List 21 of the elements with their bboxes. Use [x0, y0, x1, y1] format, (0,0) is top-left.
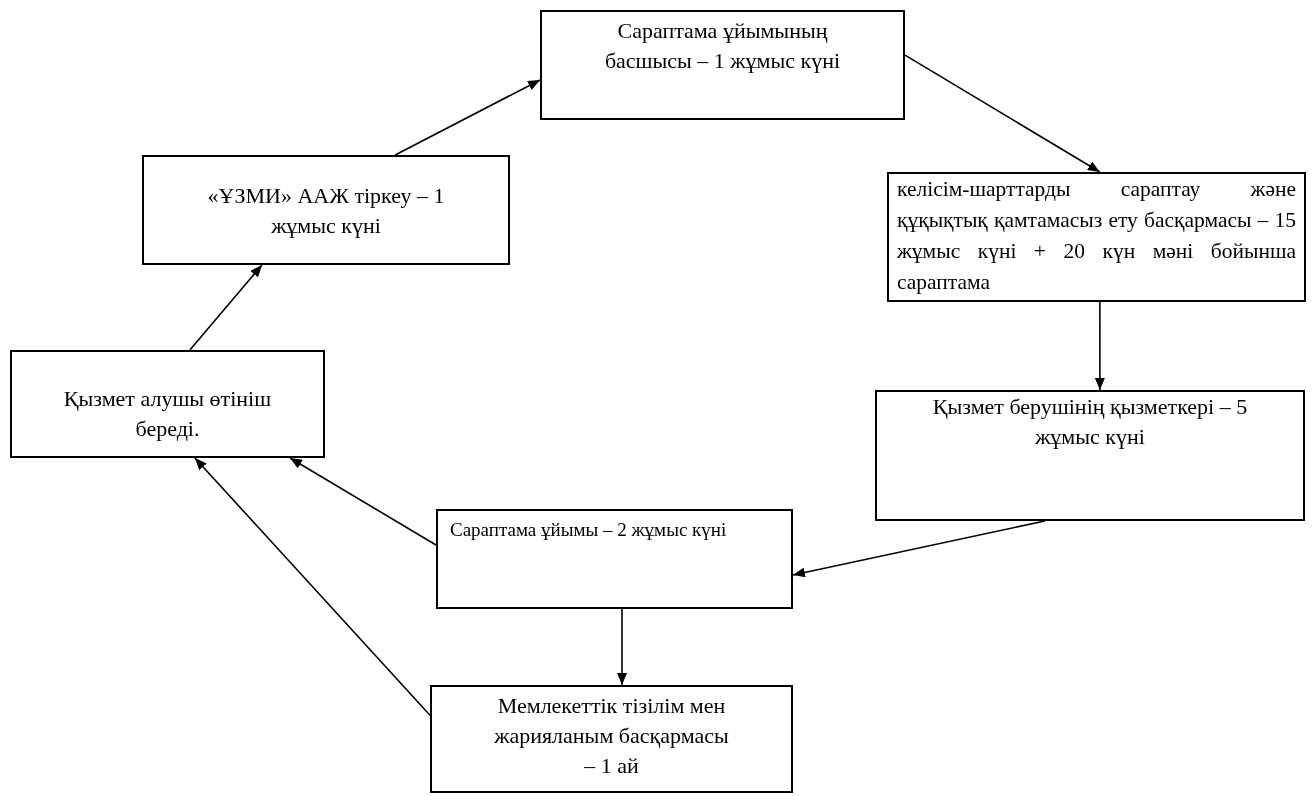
- box-text: келісім-шарттарды сараптау және құқықтық қамтамасыз ету басқармасы – 15 жұмыс күні + 20 күн мәні бойынша сараптама: [897, 176, 1296, 296]
- box-text: Сараптама ұйымының басшысы – 1 жұмыс күні: [603, 17, 842, 75]
- arrow: [189, 264, 263, 351]
- box-text: Сараптама ұйымы – 2 жұмыс күні: [450, 518, 728, 542]
- process-box: [142, 155, 510, 265]
- process-box: [540, 10, 905, 120]
- process-box: [430, 685, 793, 793]
- process-box: [875, 390, 1305, 521]
- box-text: «ҰЗМИ» ААЖ тіркеу – 1 жұмыс күні: [206, 182, 446, 240]
- box-text: Мемлекеттік тізілім мен жарияланым басқармасы – 1 ай: [493, 692, 730, 780]
- arrow: [904, 54, 1101, 173]
- process-box: [436, 509, 793, 609]
- arrow: [194, 457, 431, 717]
- arrow: [1094, 301, 1105, 391]
- box-text: Қызмет берушінің қызметкері – 5 жұмыс күні: [931, 393, 1249, 451]
- arrow: [617, 608, 627, 686]
- arrow: [792, 520, 1046, 578]
- arrow: [289, 457, 437, 546]
- arrow: [394, 79, 541, 156]
- box-text: Қызмет алушы өтініш береді.: [62, 385, 273, 443]
- process-box: [10, 350, 325, 458]
